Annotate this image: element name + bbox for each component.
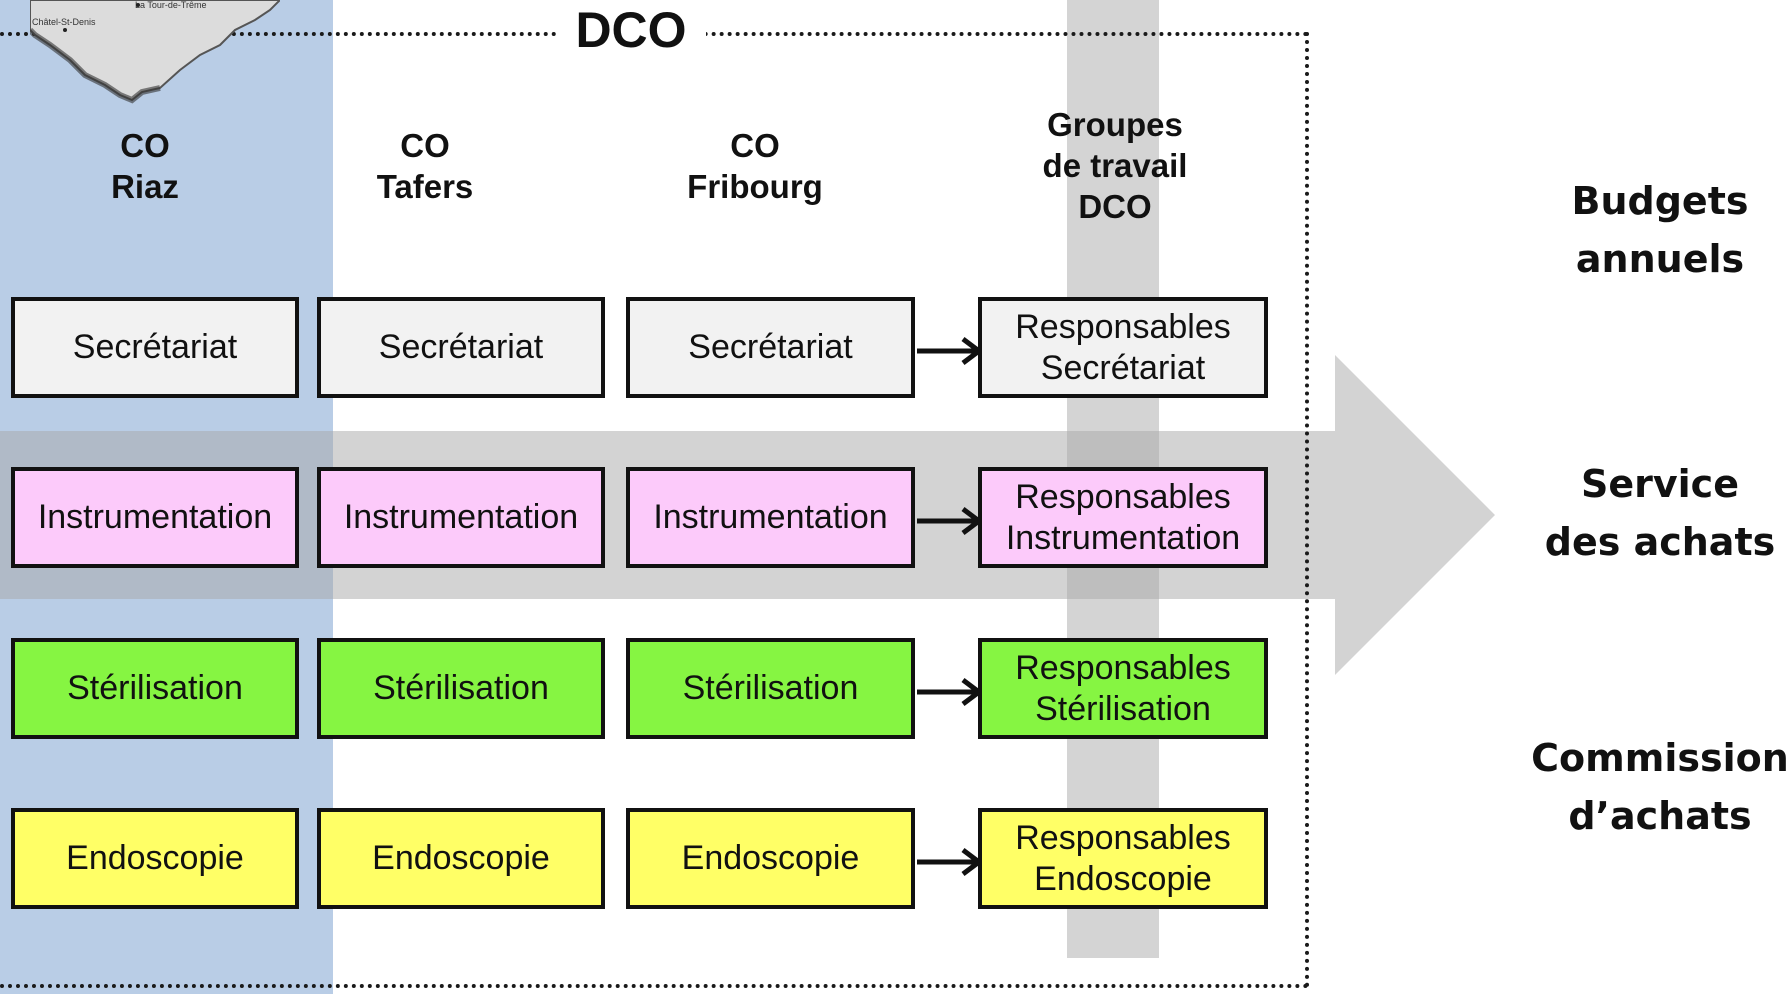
right-label-line: Commission (1531, 736, 1787, 780)
box-label: Secrétariat (688, 328, 853, 366)
column-header-line: CO (400, 127, 450, 164)
right-label-line: annuels (1575, 237, 1745, 281)
label-commission-achats: Commission d’achats (1520, 729, 1787, 845)
box-riaz-sterilisation: Stérilisation (11, 638, 299, 739)
arrow-right-icon (917, 848, 984, 876)
arrow-right-icon (917, 678, 984, 706)
box-label: Responsables (1015, 818, 1231, 857)
column-header-line: Riaz (111, 168, 179, 205)
column-header-fribourg: CO Fribourg (650, 125, 860, 207)
svg-text:La Tour-de-Trême: La Tour-de-Trême (135, 0, 207, 10)
box-tafers-endoscopie: Endoscopie (317, 808, 605, 909)
right-label-line: Budgets (1571, 179, 1749, 223)
box-label: Secrétariat (72, 328, 238, 366)
box-tafers-secretariat: Secrétariat (317, 297, 605, 398)
column-header-line: Tafers (376, 168, 474, 205)
box-label: Endoscopie (372, 839, 550, 877)
column-header-line: CO (730, 127, 780, 164)
column-header-tafers: CO Tafers (330, 125, 520, 207)
box-label: Instrumentation (1005, 518, 1241, 557)
box-label: Stérilisation (1035, 689, 1211, 728)
column-header-line: CO (120, 127, 170, 164)
box-label: Responsables (1015, 648, 1231, 687)
right-label-line: d’achats (1568, 794, 1752, 838)
box-fribourg-secretariat: Secrétariat (626, 297, 915, 398)
column-header-riaz: CO Riaz (55, 125, 235, 207)
map-image: La Tour-de-Trême Châtel-St-Denis (30, 0, 280, 104)
right-label-line: Service (1581, 462, 1739, 506)
box-label: Stérilisation (373, 669, 549, 707)
right-label-line: des achats (1544, 520, 1776, 564)
box-tafers-instrumentation: Instrumentation (317, 467, 605, 568)
box-label: Instrumentation (653, 498, 888, 536)
column-header-line: de travail (1042, 147, 1188, 184)
box-label: Stérilisation (67, 669, 243, 707)
label-budgets-annuels: Budgets annuels (1520, 172, 1787, 288)
box-label: Instrumentation (37, 498, 273, 536)
column-header-line: Groupes (1047, 106, 1183, 143)
box-riaz-endoscopie: Endoscopie (11, 808, 299, 909)
box-fribourg-endoscopie: Endoscopie (626, 808, 915, 909)
column-header-line: DCO (1078, 188, 1152, 225)
box-label: Secrétariat (1040, 348, 1206, 387)
arrow-right-icon (917, 337, 984, 365)
box-label: Endoscopie (66, 839, 244, 877)
box-label: Responsables (1015, 307, 1231, 346)
dco-title: DCO (556, 2, 706, 58)
box-label: Endoscopie (1034, 859, 1212, 898)
box-riaz-instrumentation: Instrumentation (11, 467, 299, 568)
box-riaz-secretariat: Secrétariat (11, 297, 299, 398)
box-label: Stérilisation (682, 669, 859, 707)
box-fribourg-instrumentation: Instrumentation (626, 467, 915, 568)
box-label: Instrumentation (343, 498, 579, 536)
arrow-right-icon (917, 507, 984, 535)
box-label: Responsables (1015, 477, 1231, 516)
box-fribourg-sterilisation: Stérilisation (626, 638, 915, 739)
box-tafers-sterilisation: Stérilisation (317, 638, 605, 739)
label-service-des-achats: Service des achats (1520, 455, 1787, 571)
box-label: Endoscopie (681, 839, 860, 877)
box-label: Secrétariat (378, 328, 544, 366)
column-header-line: Fribourg (687, 168, 823, 205)
column-header-working-groups: Groupes de travail DCO (1010, 104, 1220, 227)
svg-text:Châtel-St-Denis: Châtel-St-Denis (32, 17, 96, 27)
